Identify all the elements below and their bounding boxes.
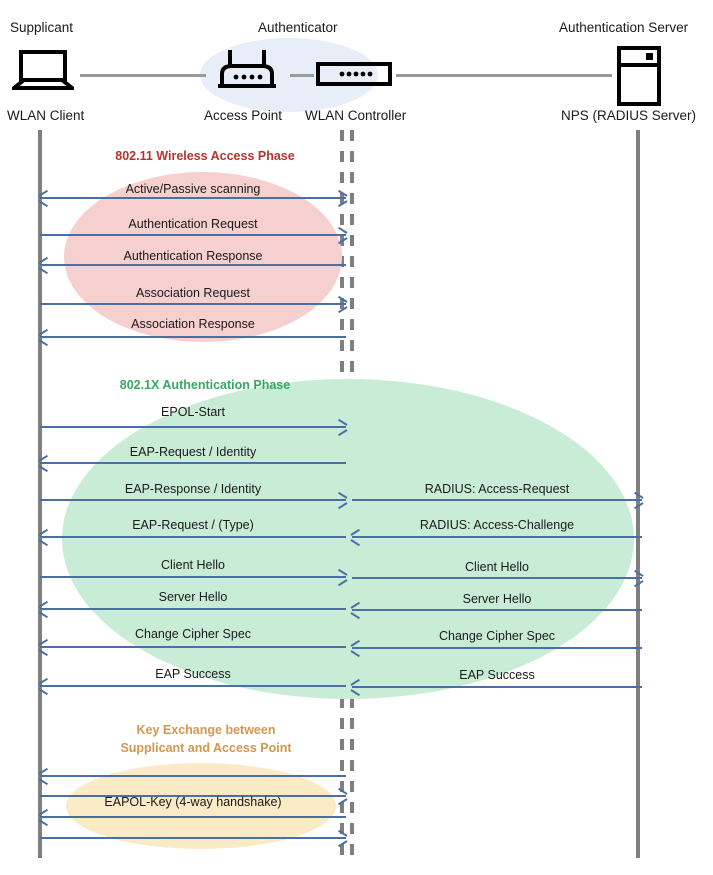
message-label: Change Cipher Spec: [438, 629, 556, 643]
actor-device-wlan-controller: WLAN Controller: [305, 108, 407, 123]
message-label: Server Hello: [158, 590, 228, 604]
message-label: EAP Success: [155, 667, 231, 681]
laptop-icon: [8, 50, 78, 97]
message-arrow[interactable]: [40, 259, 346, 271]
message-label: EPOL-Start: [161, 405, 225, 419]
wlan-controller-icon: [316, 61, 392, 92]
message-label: RADIUS: Access-Challenge: [419, 518, 575, 532]
wire-client-to-ap: [80, 74, 206, 77]
access-point-icon: [214, 48, 280, 99]
message-label: EAP-Response / Identity: [124, 482, 262, 496]
lifeline-supplicant: [38, 130, 42, 858]
phase-blob-dot1x: [62, 379, 634, 699]
message-label: EAP Success: [459, 668, 535, 682]
message-arrow[interactable]: [40, 298, 346, 310]
message-label: RADIUS: Access-Request: [424, 482, 570, 496]
message-arrow[interactable]: [40, 571, 346, 583]
message-arrow[interactable]: [40, 494, 346, 506]
message-arrow[interactable]: [40, 331, 346, 343]
message-label: Authentication Request: [128, 217, 258, 231]
message-label: Client Hello: [465, 560, 529, 574]
actor-role-supplicant: Supplicant: [10, 20, 74, 35]
message-arrow[interactable]: [40, 229, 346, 241]
message-arrow[interactable]: [352, 494, 642, 506]
message-arrow[interactable]: [40, 680, 346, 692]
phase-label-wireless-access: 802.11 Wireless Access Phase: [115, 149, 295, 163]
message-arrow[interactable]: [352, 604, 642, 616]
message-arrow[interactable]: [40, 770, 346, 782]
phase-blob-wireless-access: [64, 172, 342, 342]
message-label: Server Hello: [462, 592, 532, 606]
message-arrow[interactable]: [40, 531, 346, 543]
message-label: Active/Passive scanning: [125, 182, 261, 196]
message-arrow[interactable]: [40, 790, 346, 802]
message-arrow[interactable]: [40, 811, 346, 823]
message-arrow[interactable]: [40, 641, 346, 653]
actor-device-access-point: Access Point: [204, 108, 283, 123]
message-label: Change Cipher Spec: [134, 627, 252, 641]
message-arrow[interactable]: [40, 832, 346, 844]
message-arrow[interactable]: [40, 421, 346, 433]
message-arrow[interactable]: [352, 681, 642, 693]
server-icon: [616, 46, 662, 111]
wire-ap-to-controller: [290, 74, 314, 77]
message-arrow[interactable]: [352, 642, 642, 654]
actor-role-auth-server: Authentication Server: [559, 20, 689, 35]
message-arrow[interactable]: [40, 603, 346, 615]
message-arrow[interactable]: [352, 531, 642, 543]
message-arrow[interactable]: [40, 192, 346, 204]
message-label: Association Request: [136, 286, 250, 300]
phase-label-dot1x: 802.1X Authentication Phase: [119, 378, 291, 392]
message-arrow[interactable]: [352, 572, 642, 584]
message-label: EAP-Request / (Type): [132, 518, 254, 532]
wire-controller-to-server: [396, 74, 612, 77]
message-label: EAPOL-Key (4-way handshake): [104, 795, 282, 809]
message-label: Authentication Response: [123, 249, 263, 263]
message-label: Association Response: [131, 317, 255, 331]
actor-role-authenticator: Authenticator: [258, 20, 338, 35]
phase-label-key-exchange: Key Exchange between Supplicant and Acce…: [120, 723, 292, 755]
message-label: EAP-Request / Identity: [129, 445, 257, 459]
message-label: Client Hello: [161, 558, 225, 572]
phase-blob-key-exchange: [66, 763, 336, 849]
message-arrow[interactable]: [40, 457, 346, 469]
actor-device-nps: NPS (RADIUS Server): [561, 108, 697, 123]
actor-device-wlan-client: WLAN Client: [7, 108, 85, 123]
